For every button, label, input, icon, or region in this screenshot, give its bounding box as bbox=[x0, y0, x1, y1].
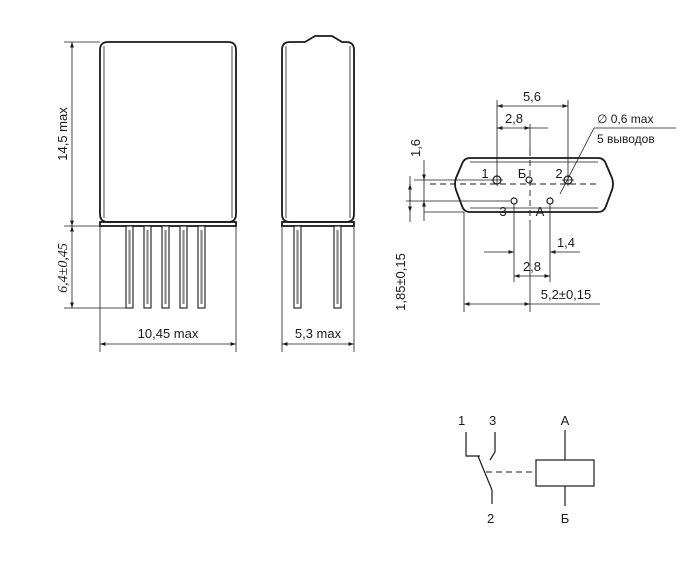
hole-leader bbox=[559, 127, 595, 195]
height-label: 14,5 max bbox=[55, 107, 70, 161]
front-base bbox=[99, 221, 237, 227]
hole-note-diameter: ∅ 0,6 max bbox=[597, 112, 653, 126]
schematic-contact-1: 1 bbox=[458, 413, 465, 428]
pin-label-2: 2 bbox=[555, 166, 562, 181]
bottom-outline bbox=[454, 157, 614, 213]
front-body bbox=[99, 41, 237, 223]
dim-1-6-label: 1,6 bbox=[408, 139, 423, 157]
pin-label-3: 3 bbox=[499, 204, 506, 219]
contact-3-wire bbox=[489, 432, 496, 461]
bottom-view: 1 Б 2 3 А 5,6 2,8 ∅ 0,6 max 5 выводов 1,… bbox=[393, 89, 676, 312]
pin-hole-3 bbox=[510, 197, 518, 205]
pin-hole-b bbox=[525, 176, 533, 184]
side-body bbox=[281, 35, 355, 223]
schematic-contact-3: 3 bbox=[489, 413, 496, 428]
contact-1-wire bbox=[465, 432, 480, 457]
schematic-contact-2: 2 bbox=[487, 511, 494, 526]
coil-label-b: Б bbox=[561, 511, 570, 526]
pin-label-1: 1 bbox=[481, 166, 488, 181]
side-pins bbox=[293, 225, 342, 309]
dim-2-8-top-label: 2,8 bbox=[505, 111, 523, 126]
pin-label-b: Б bbox=[518, 166, 527, 181]
side-view: 5,3 max bbox=[281, 35, 355, 352]
dim-1-4-label: 1,4 bbox=[557, 235, 575, 250]
width-label: 10,45 max bbox=[138, 326, 199, 341]
schematic: 1 3 2 А Б bbox=[458, 413, 595, 526]
hole-note-count: 5 выводов bbox=[597, 132, 655, 146]
front-pins bbox=[125, 225, 206, 309]
dim-1-85-label: 1,85±0,15 bbox=[393, 253, 408, 311]
moving-contact bbox=[477, 455, 493, 491]
pin-hole-a bbox=[546, 197, 554, 205]
side-base bbox=[281, 221, 355, 227]
side-width-label: 5,3 max bbox=[295, 326, 342, 341]
pin-label-a: А bbox=[536, 204, 545, 219]
dim-2-8-bottom-label: 2,8 bbox=[523, 259, 541, 274]
front-view: 14,5 max 6,4±0,45 10,45 max bbox=[55, 41, 237, 352]
lead-length-label: 6,4±0,45 bbox=[56, 243, 71, 293]
dim-5-6-label: 5,6 bbox=[523, 89, 541, 104]
dim-5-2-label: 5,2±0,15 bbox=[541, 287, 592, 302]
coil-label-a: А bbox=[561, 413, 570, 428]
relay-coil bbox=[535, 459, 595, 487]
